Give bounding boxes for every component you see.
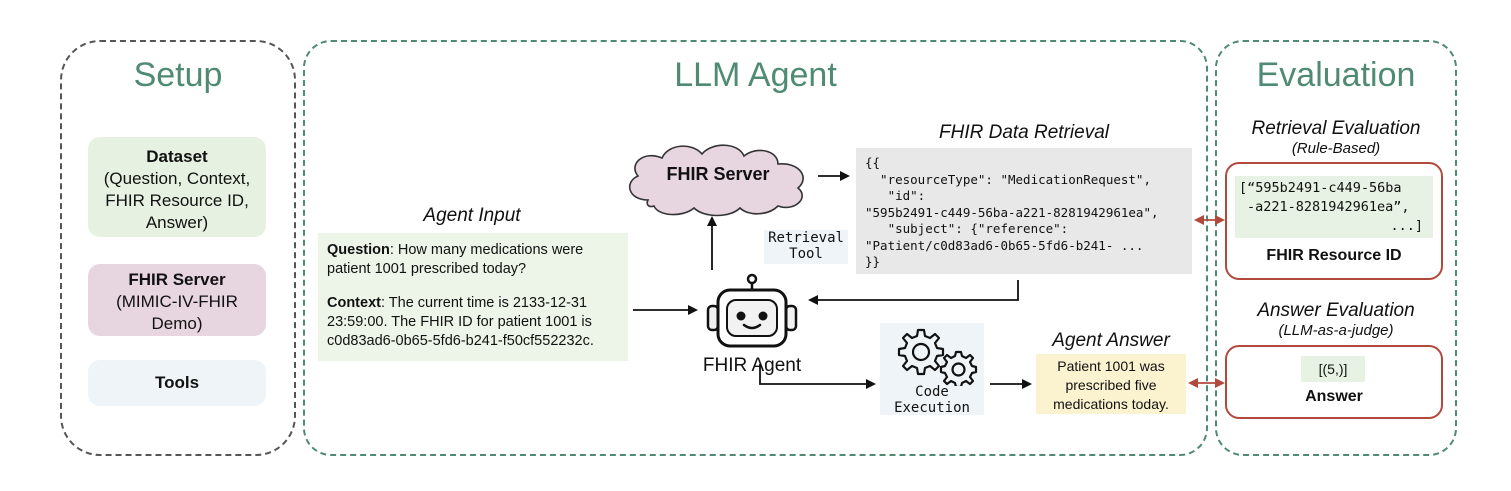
resource-id-value-box: [“595b2491-c449-56ba -a221-8281942961ea”… <box>1235 176 1433 238</box>
agent-answer-box: Patient 1001 was prescribed five medicat… <box>1036 354 1186 414</box>
retrieval-evaluation-box <box>1225 162 1443 280</box>
dataset-line: (Question, Context, <box>103 169 251 188</box>
context-line-2: 23:59:00. The FHIR ID for patient 1001 i… <box>327 314 592 330</box>
agent-answer-title: Agent Answer <box>1052 330 1170 351</box>
resource-id-line: [“595b2491-c449-56ba <box>1239 180 1402 196</box>
evaluation-title: Evaluation <box>1256 56 1416 94</box>
agent-answer-line: prescribed five <box>1065 377 1157 393</box>
fhir-server-card-title: FHIR Server <box>128 270 226 289</box>
agent-title: LLM Agent <box>674 56 837 94</box>
fhir-server-card-line: Demo) <box>151 314 203 333</box>
resource-id-line: ...] <box>1390 218 1423 234</box>
setup-title: Setup <box>133 56 223 94</box>
agent-panel <box>303 40 1208 456</box>
context-line: Context: The current time is 2133-12-31 <box>327 294 619 313</box>
fhir-server-card-line: (MIMIC-IV-FHIR <box>116 292 238 311</box>
json-line: {{ <box>865 155 881 170</box>
question-line: Question: How many medications were <box>327 241 619 260</box>
retrieval-json-box: {{ "resourceType": "MedicationRequest", … <box>856 148 1192 274</box>
arrow-agent-to-code <box>759 364 876 389</box>
answer-label: Answer <box>1305 388 1363 405</box>
code-execution-line: Execution <box>894 400 970 416</box>
evaluation-panel <box>1215 40 1457 456</box>
retrieval-evaluation-subtitle: (Rule-Based) <box>1291 140 1381 157</box>
json-line: "id": <box>865 188 926 203</box>
arrow-retrieval-to-agent <box>808 280 1019 305</box>
answer-evaluation-subtitle: (LLM-as-a-judge) <box>1278 322 1394 339</box>
json-line: "595b2491-c449-56ba-a221-8281942961ea", <box>865 204 1159 220</box>
code-execution-label: Code Execution <box>880 384 984 416</box>
dataset-line: FHIR Resource ID, <box>105 191 249 210</box>
resource-id-line: -a221-8281942961ea”, <box>1247 199 1410 215</box>
code-execution-line: Code <box>915 384 949 400</box>
context-line-3: c0d83ad6-0b65-5fd6-b241-f50cf552232c. <box>327 333 594 349</box>
gears-icon <box>897 328 978 386</box>
json-line: }} <box>865 254 881 269</box>
tools-title: Tools <box>154 373 200 392</box>
json-line: "subject": {"reference": <box>865 221 1069 236</box>
answer-evaluation-box <box>1225 345 1443 419</box>
context-text: : The current time is 2133-12-31 <box>380 295 588 311</box>
fhir-server-card: FHIR Server (MIMIC-IV-FHIR Demo) <box>88 264 266 336</box>
fhir-server-cloud-label: FHIR Server <box>666 164 770 184</box>
dataset-card: Dataset (Question, Context, FHIR Resourc… <box>88 137 266 237</box>
fhir-resource-id-label: FHIR Resource ID <box>1266 247 1402 264</box>
question-text: : How many medications were <box>389 242 584 258</box>
retrieval-tool-line: Tool <box>789 246 823 262</box>
json-line: "Patient/c0d83ad6-0b65-5fd6-b241- ... <box>865 237 1144 253</box>
fhir-server-cloud <box>628 144 804 217</box>
answer-value-box: [(5,)] <box>1301 356 1365 382</box>
retrieval-tool-line: Retrieval <box>768 230 844 246</box>
agent-answer-line: Patient 1001 was <box>1057 358 1165 374</box>
answer-evaluation-title: Answer Evaluation <box>1257 300 1415 321</box>
fhir-agent-label: FHIR Agent <box>702 355 802 376</box>
agent-input-title: Agent Input <box>423 205 521 226</box>
dataset-title: Dataset <box>146 147 208 166</box>
agent-answer-line: medications today. <box>1053 396 1169 412</box>
dataset-line: Answer) <box>145 213 209 232</box>
retrieval-evaluation-title: Retrieval Evaluation <box>1251 118 1421 139</box>
setup-panel <box>60 40 296 456</box>
question-line-2: patient 1001 prescribed today? <box>327 261 527 277</box>
context-label: Context <box>327 295 381 311</box>
question-label: Question <box>327 242 390 258</box>
json-line: "resourceType": "MedicationRequest", <box>865 171 1151 187</box>
robot-icon <box>706 273 798 348</box>
fhir-data-retrieval-title: FHIR Data Retrieval <box>939 122 1109 143</box>
tools-card: Tools <box>88 360 266 406</box>
retrieval-tool-label: Retrieval Tool <box>764 230 848 264</box>
agent-input-box: Question: How many medications were pati… <box>318 233 628 361</box>
